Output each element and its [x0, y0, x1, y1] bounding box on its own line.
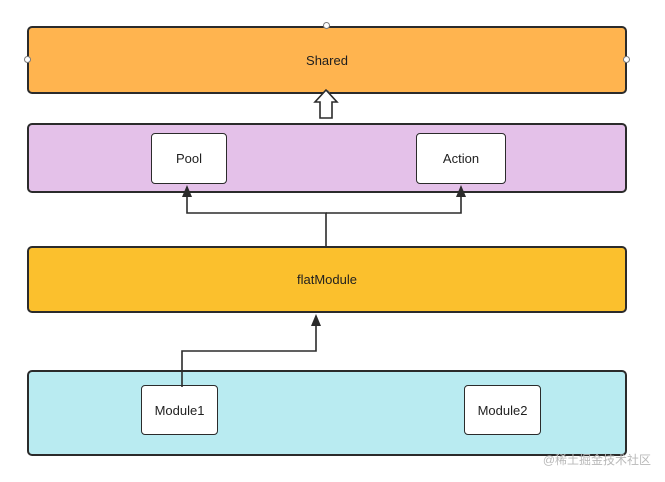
flatmodule-layer[interactable]: flatModule [27, 246, 627, 313]
pool-box[interactable]: Pool [151, 133, 227, 184]
connector-flat-to-pool [186, 196, 327, 246]
selection-handle-left[interactable] [24, 56, 31, 63]
module1-box[interactable]: Module1 [141, 385, 218, 435]
selection-handle-bottom[interactable] [323, 90, 330, 97]
connector-flat-to-action [326, 196, 462, 214]
selection-handle-top[interactable] [323, 22, 330, 29]
selection-handle-right[interactable] [623, 56, 630, 63]
arrowhead-flat-icon [311, 314, 321, 326]
middle-layer[interactable] [27, 123, 627, 193]
watermark: @稀土掘金技术社区 [542, 453, 651, 467]
shared-label: Shared [306, 52, 348, 68]
shared-layer[interactable]: Shared [27, 26, 627, 94]
module2-box[interactable]: Module2 [464, 385, 541, 435]
action-box[interactable]: Action [416, 133, 506, 184]
flatmodule-label: flatModule [297, 272, 357, 287]
